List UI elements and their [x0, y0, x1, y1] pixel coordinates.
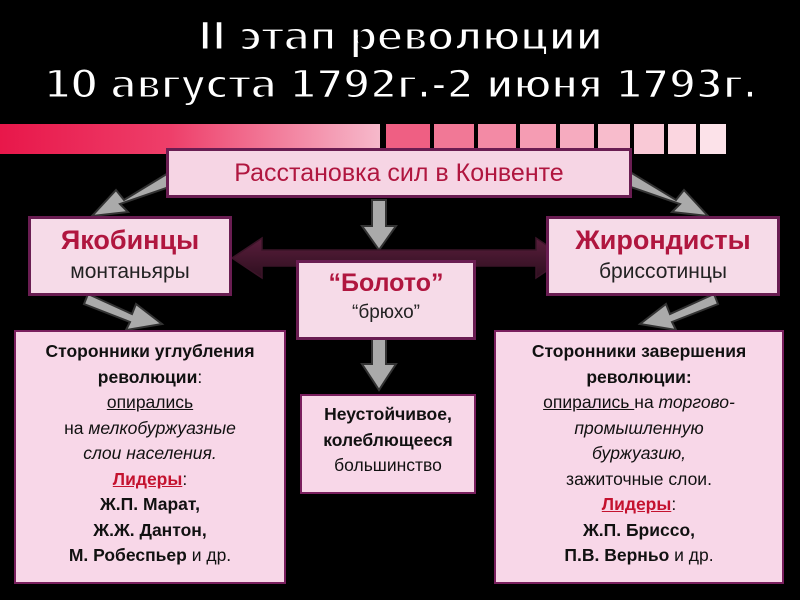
girondins-desc-line4: промышленную — [574, 417, 704, 438]
girondins-description: Сторонники завершения революции: опирали… — [494, 330, 784, 584]
marsh-desc-line1: Неустойчивое, — [324, 404, 452, 424]
girondins-desc-line6: зажиточные слои. — [566, 468, 712, 489]
marsh-box: “Болото” “брюхо” — [296, 260, 476, 340]
jacobins-sub: монтаньяры — [70, 260, 190, 283]
marsh-sub: “брюхо” — [352, 302, 420, 323]
jacobins-desc-line2: революции: — [97, 366, 203, 387]
convention-header-box: Расстановка сил в Конвенте — [166, 148, 632, 198]
girondins-desc-line3: опирались на торгово- — [543, 392, 735, 412]
arrow-right-desc-icon — [637, 292, 720, 332]
girondins-leader-1: Ж.П. Бриссо, — [582, 519, 696, 540]
jacobins-leaders-label: Лидеры: — [112, 468, 188, 489]
marsh-desc-line3: большинство — [334, 455, 442, 475]
girondins-desc-line5: буржуазию, — [592, 443, 686, 463]
marsh-name: “Болото” — [328, 269, 444, 297]
jacobins-description: Сторонники углубления революции: опирали… — [14, 330, 286, 584]
arrow-down-center-desc-icon — [360, 333, 398, 392]
jacobins-name: Якобинцы — [60, 225, 200, 255]
jacobins-leader-2: Ж.Ж. Дантон, — [93, 519, 207, 540]
convention-header-text: Расстановка сил в Конвенте — [234, 159, 564, 187]
girondins-leader-2: П.В. Верньо и др. — [564, 545, 714, 565]
slide-title-line1: II этап революции — [196, 13, 605, 62]
girondins-desc-line1: Сторонники завершения — [531, 341, 747, 361]
marsh-desc-line2: колеблющееся — [323, 429, 453, 450]
jacobins-desc-line1: Сторонники углубления — [45, 341, 255, 361]
slide-title-line2: 10 августа 1792г.-2 июня 1793г. — [42, 61, 759, 110]
girondins-box: Жирондисты бриссотинцы — [546, 216, 780, 296]
girondins-name: Жирондисты — [575, 225, 751, 255]
girondins-leaders-label: Лидеры: — [601, 494, 677, 514]
arrow-down-center-icon — [360, 199, 398, 252]
jacobins-desc-line5: слои населения. — [83, 443, 217, 463]
girondins-sub: бриссотинцы — [599, 260, 727, 283]
jacobins-desc-line3: опирались — [106, 392, 194, 412]
arrow-down-right-icon — [620, 170, 711, 218]
jacobins-leader-1: Ж.П. Марат, — [99, 494, 201, 514]
jacobins-leader-3: М. Робеспьер и др. — [68, 545, 232, 565]
marsh-description: Неустойчивое, колеблющееся большинство — [300, 394, 476, 494]
arrow-left-desc-icon — [82, 292, 165, 332]
jacobins-desc-line4: на мелкобуржуазные — [64, 417, 236, 438]
girondins-desc-line2: революции: — [586, 366, 692, 387]
jacobins-box: Якобинцы монтаньяры — [28, 216, 232, 296]
